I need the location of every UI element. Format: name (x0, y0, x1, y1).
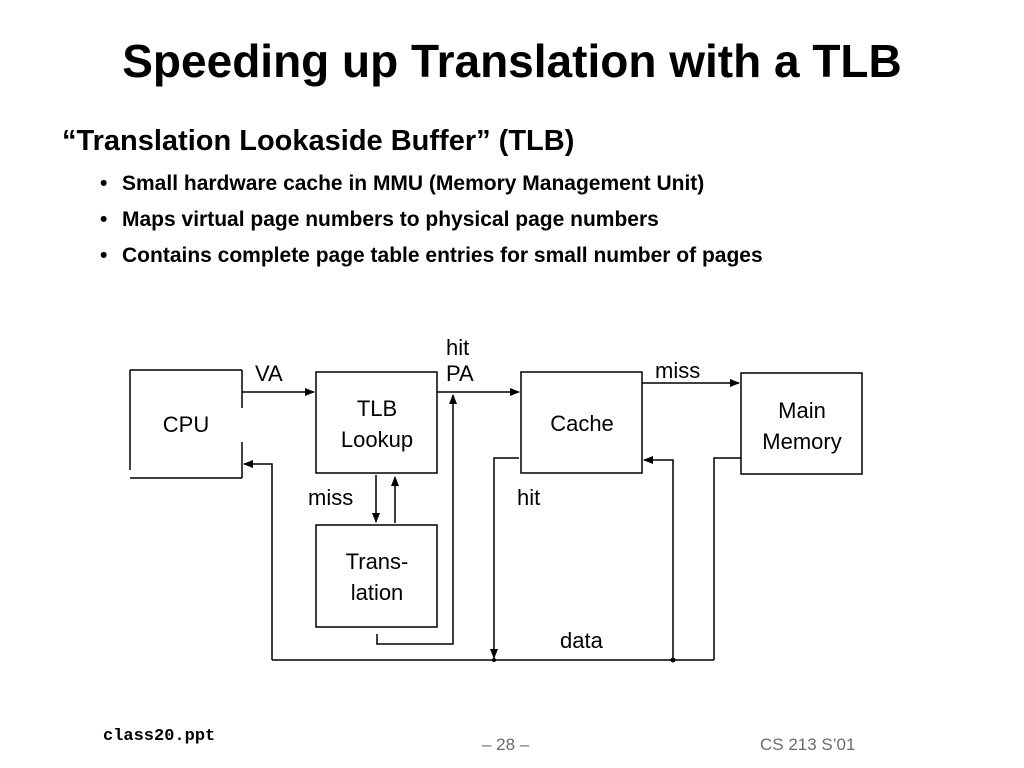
translation-box (315, 524, 438, 628)
cache-hit-path (490, 457, 519, 659)
translation-label-line1: Trans- (346, 549, 409, 574)
miss-tlb-label: miss (308, 485, 353, 510)
data-label: data (560, 628, 604, 653)
cpu-label: CPU (163, 412, 209, 437)
tlb-label-line1: TLB (357, 396, 397, 421)
hit-top-label: hit (446, 335, 469, 360)
bullet-item: • Maps virtual page numbers to physical p… (100, 206, 763, 242)
cache-box (520, 371, 643, 474)
data-bus-junction (670, 657, 676, 663)
pa-label: PA (446, 361, 474, 386)
bullet-text: Small hardware cache in MMU (Memory Mana… (122, 172, 705, 195)
slide-subtitle: “Translation Lookaside Buffer” (TLB) (62, 125, 575, 157)
data-bus-junction (492, 658, 496, 662)
tlb-label-line2: Lookup (341, 427, 413, 452)
memory-data-path (713, 457, 741, 660)
bullet-text: Contains complete page table entries for… (122, 244, 763, 267)
miss-top-label: miss (655, 358, 700, 383)
footer-page-number: – 28 – (482, 735, 530, 754)
va-label: VA (255, 361, 283, 386)
translation-label-line2: lation (351, 580, 404, 605)
hit-cache-label: hit (517, 485, 540, 510)
bullet-text: Maps virtual page numbers to physical pa… (122, 208, 659, 231)
data-return-path (243, 460, 273, 660)
bullet-marker: • (100, 172, 108, 195)
cpu-box (129, 369, 243, 479)
bullet-marker: • (100, 208, 108, 231)
bullet-item: • Small hardware cache in MMU (Memory Man… (100, 170, 763, 206)
bullet-item: • Contains complete page table entries fo… (100, 242, 763, 278)
memory-label-line2: Memory (762, 429, 841, 454)
tlb-lookup-box (315, 371, 438, 474)
bullet-marker: • (100, 244, 108, 267)
cache-fill-path (643, 456, 674, 660)
footer-course: CS 213 S’01 (760, 735, 856, 754)
bullet-list: • Small hardware cache in MMU (Memory Man… (100, 170, 763, 278)
main-memory-box (740, 372, 863, 475)
slide-title: Speeding up Translation with a TLB (122, 35, 902, 87)
cache-label: Cache (550, 411, 614, 436)
memory-label-line1: Main (778, 398, 826, 423)
footer-filename: class20.ppt (103, 727, 216, 746)
translation-pa-path (376, 394, 457, 645)
